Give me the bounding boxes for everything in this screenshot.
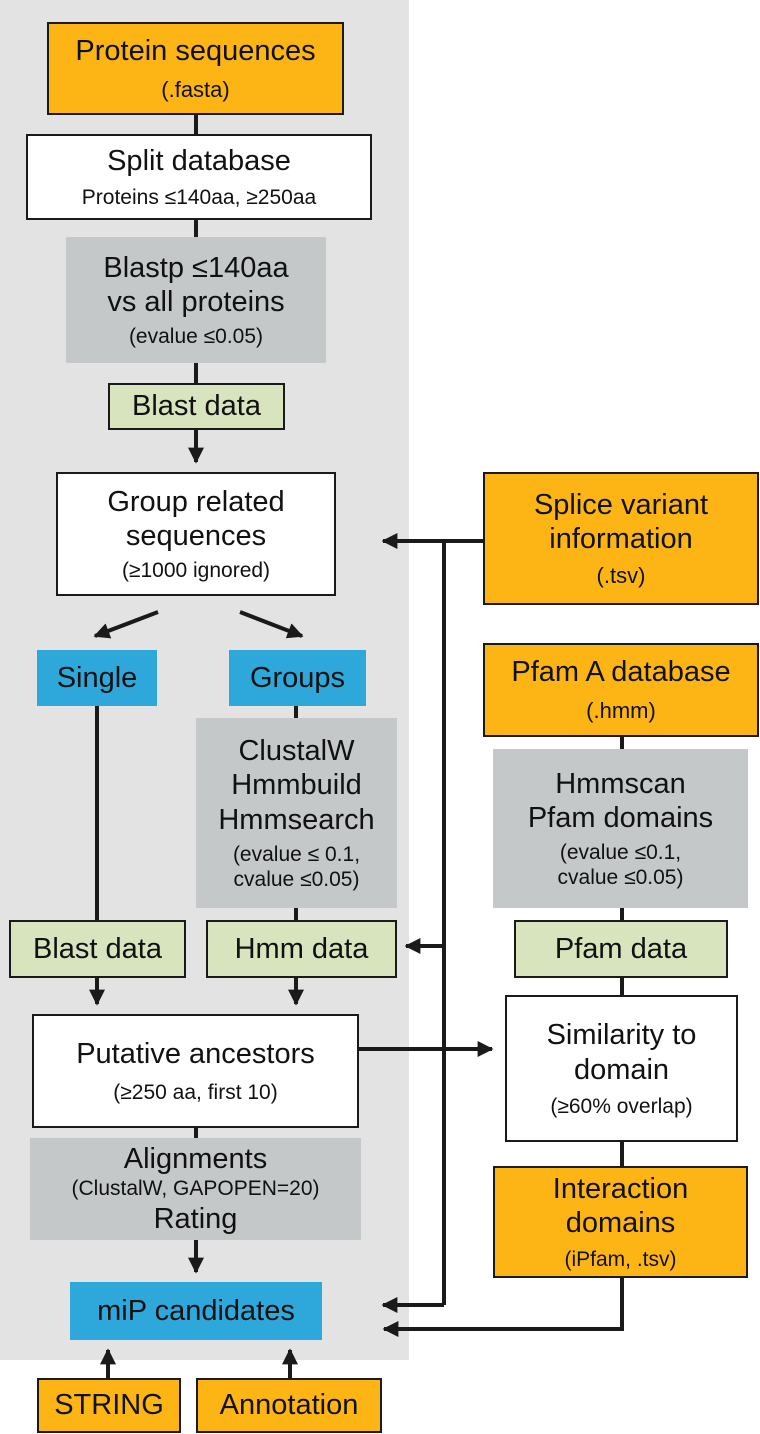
group-related-line2: sequences: [125, 520, 267, 553]
pfam-a-database-box: Pfam A database (.hmm): [483, 643, 759, 737]
interaction-line1: Interaction: [552, 1172, 689, 1205]
interaction-sub: (iPfam, .tsv): [564, 1248, 677, 1272]
interaction-line2: domains: [565, 1207, 676, 1240]
pfam-data-box: Pfam data: [514, 920, 728, 978]
putative-ancestors-box: Putative ancestors (≥250 aa, first 10): [32, 1014, 359, 1128]
blast-data-top-title: Blast data: [132, 390, 261, 423]
arrow-interaction-to-mip: [382, 1278, 624, 1337]
putative-ancestors-title: Putative ancestors: [76, 1038, 315, 1070]
similarity-to-domain-box: Similarity to domain (≥60% overlap): [505, 995, 738, 1142]
blast-data-left-box: Blast data: [9, 920, 186, 978]
groups-box: Groups: [229, 650, 366, 706]
protein-sequences-box: Protein sequences (.fasta): [47, 22, 344, 115]
groups-title: Groups: [249, 661, 346, 694]
hmm-data-title: Hmm data: [234, 932, 369, 965]
group-related-sub: (≥1000 ignored): [121, 559, 271, 583]
similarity-line2: domain: [573, 1053, 670, 1086]
clustalw-sub1: (evalue ≤ 0.1,: [232, 843, 361, 866]
split-database-title: Split database: [107, 145, 291, 177]
splice-variant-line1: Splice variant: [533, 488, 709, 521]
hmmscan-line2: Pfam domains: [527, 802, 714, 835]
hmmscan-sub1: (evalue ≤0.1,: [559, 841, 682, 865]
similarity-line1: Similarity to: [546, 1019, 697, 1052]
hmm-data-box: Hmm data: [206, 920, 397, 978]
hmmscan-box: Hmmscan Pfam domains (evalue ≤0.1, cvalu…: [493, 749, 748, 908]
similarity-sub: (≥60% overlap): [550, 1094, 693, 1118]
clustalw-sub2: cvalue ≤0.05): [233, 868, 360, 892]
string-box: STRING: [37, 1378, 181, 1433]
arrow-group-to-groups: [239, 610, 304, 639]
single-box: Single: [37, 650, 157, 706]
protein-sequences-sub: (.fasta): [161, 76, 230, 102]
interaction-domains-box: Interaction domains (iPfam, .tsv): [493, 1166, 748, 1278]
single-title: Single: [56, 661, 138, 694]
alignments-sub: (ClustalW, GAPOPEN=20): [71, 1177, 320, 1201]
blastp-sub: (evalue ≤0.05): [128, 325, 264, 349]
protein-sequences-title: Protein sequences: [75, 34, 316, 67]
pfam-a-database-title: Pfam A database: [511, 656, 731, 689]
clustalw-box: ClustalW Hmmbuild Hmmsearch (evalue ≤ 0.…: [196, 718, 397, 908]
splice-variant-sub: (.tsv): [596, 563, 646, 589]
split-database-sub: Proteins ≤140aa, ≥250aa: [81, 185, 317, 209]
alignments-line2: Rating: [153, 1202, 238, 1235]
clustalw-line1: ClustalW: [238, 734, 355, 767]
blastp-line1: Blastp ≤140aa: [103, 251, 289, 284]
clustalw-line3: Hmmsearch: [218, 804, 375, 837]
blastp-line2: vs all proteins: [107, 286, 285, 319]
annotation-title: Annotation: [219, 1389, 359, 1422]
splice-variant-line2: information: [549, 523, 693, 556]
group-related-box: Group related sequences (≥1000 ignored): [56, 472, 336, 596]
line-splice-bus: [442, 539, 483, 1305]
hmmscan-line1: Hmmscan: [555, 767, 686, 800]
putative-ancestors-sub: (≥250 aa, first 10): [113, 1080, 278, 1104]
clustalw-line2: Hmmbuild: [231, 769, 362, 802]
string-title: STRING: [54, 1389, 164, 1422]
splice-variant-box: Splice variant information (.tsv): [483, 472, 759, 605]
split-database-box: Split database Proteins ≤140aa, ≥250aa: [26, 134, 372, 220]
arrow-group-to-single: [93, 610, 159, 639]
pfam-a-database-sub: (.hmm): [586, 698, 656, 724]
hmmscan-sub2: cvalue ≤0.05): [557, 866, 684, 890]
alignments-box: Alignments (ClustalW, GAPOPEN=20) Rating: [30, 1138, 361, 1240]
blast-data-top-box: Blast data: [108, 383, 285, 430]
annotation-box: Annotation: [196, 1378, 382, 1433]
alignments-line1: Alignments: [123, 1142, 268, 1175]
group-related-line1: Group related: [107, 485, 285, 518]
mip-candidates-title: miP candidates: [97, 1294, 295, 1327]
blastp-box: Blastp ≤140aa vs all proteins (evalue ≤0…: [66, 237, 326, 363]
blast-data-left-title: Blast data: [33, 932, 162, 965]
mip-candidates-box: miP candidates: [70, 1282, 322, 1340]
pfam-data-title: Pfam data: [554, 932, 688, 965]
